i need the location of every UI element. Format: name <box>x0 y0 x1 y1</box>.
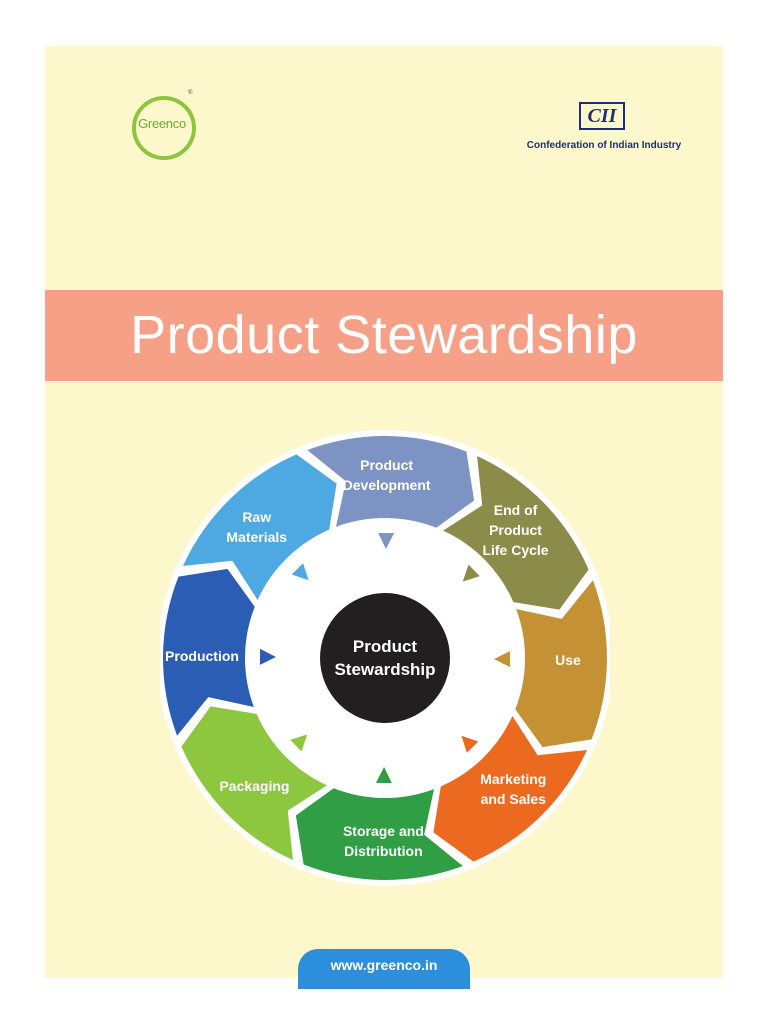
cycle-segment-label: Product Development <box>342 457 431 493</box>
greenco-logo: Greenco ® <box>130 90 200 168</box>
triangle-arrow-icon <box>461 735 479 753</box>
greenco-logo-text: Greenco <box>138 116 186 131</box>
cii-organization-name: Confederation of Indian Industry <box>526 140 682 151</box>
cycle-segment <box>515 580 607 748</box>
cycle-segment-label: Marketing and Sales <box>480 770 547 807</box>
cycle-segment <box>163 568 255 736</box>
triangle-arrow-icon <box>290 734 308 752</box>
center-label: Product Stewardship <box>334 637 436 679</box>
center-disc <box>320 593 450 723</box>
title-banner: Product Stewardship <box>45 290 723 381</box>
cycle-segment-label: End of Product Life Cycle <box>482 501 549 558</box>
page-title: Product Stewardship <box>130 305 638 365</box>
cycle-segment-label: Production <box>165 648 239 665</box>
triangle-arrow-icon <box>462 564 480 582</box>
cii-mark: CII <box>579 102 625 130</box>
cycle-segment-label: Packaging <box>219 778 290 795</box>
website-link[interactable]: www.greenco.in <box>298 949 470 989</box>
triangle-arrow-icon <box>259 648 277 665</box>
triangle-arrow-icon <box>378 532 395 550</box>
cycle-segment <box>181 706 327 861</box>
triangle-arrow-icon <box>375 766 392 784</box>
cycle-segment <box>182 454 337 600</box>
greenco-leaf-icon <box>132 96 196 160</box>
triangle-arrow-icon <box>493 651 511 668</box>
cycle-segment-label: Use <box>555 651 581 668</box>
cycle-segment-label: Raw Materials <box>226 509 288 546</box>
cycle-svg <box>160 430 610 886</box>
registered-mark: ® <box>188 90 193 96</box>
cii-logo: CII Confederation of Indian Industry <box>524 102 684 162</box>
cycle-segment <box>307 436 475 528</box>
triangle-arrow-icon <box>291 563 309 581</box>
cycle-segment <box>433 716 588 862</box>
cycle-segment <box>295 788 463 880</box>
cycle-segment-label: Storage and Distribution <box>342 822 424 859</box>
cycle-segment <box>443 455 589 610</box>
website-url: www.greenco.in <box>330 957 438 973</box>
